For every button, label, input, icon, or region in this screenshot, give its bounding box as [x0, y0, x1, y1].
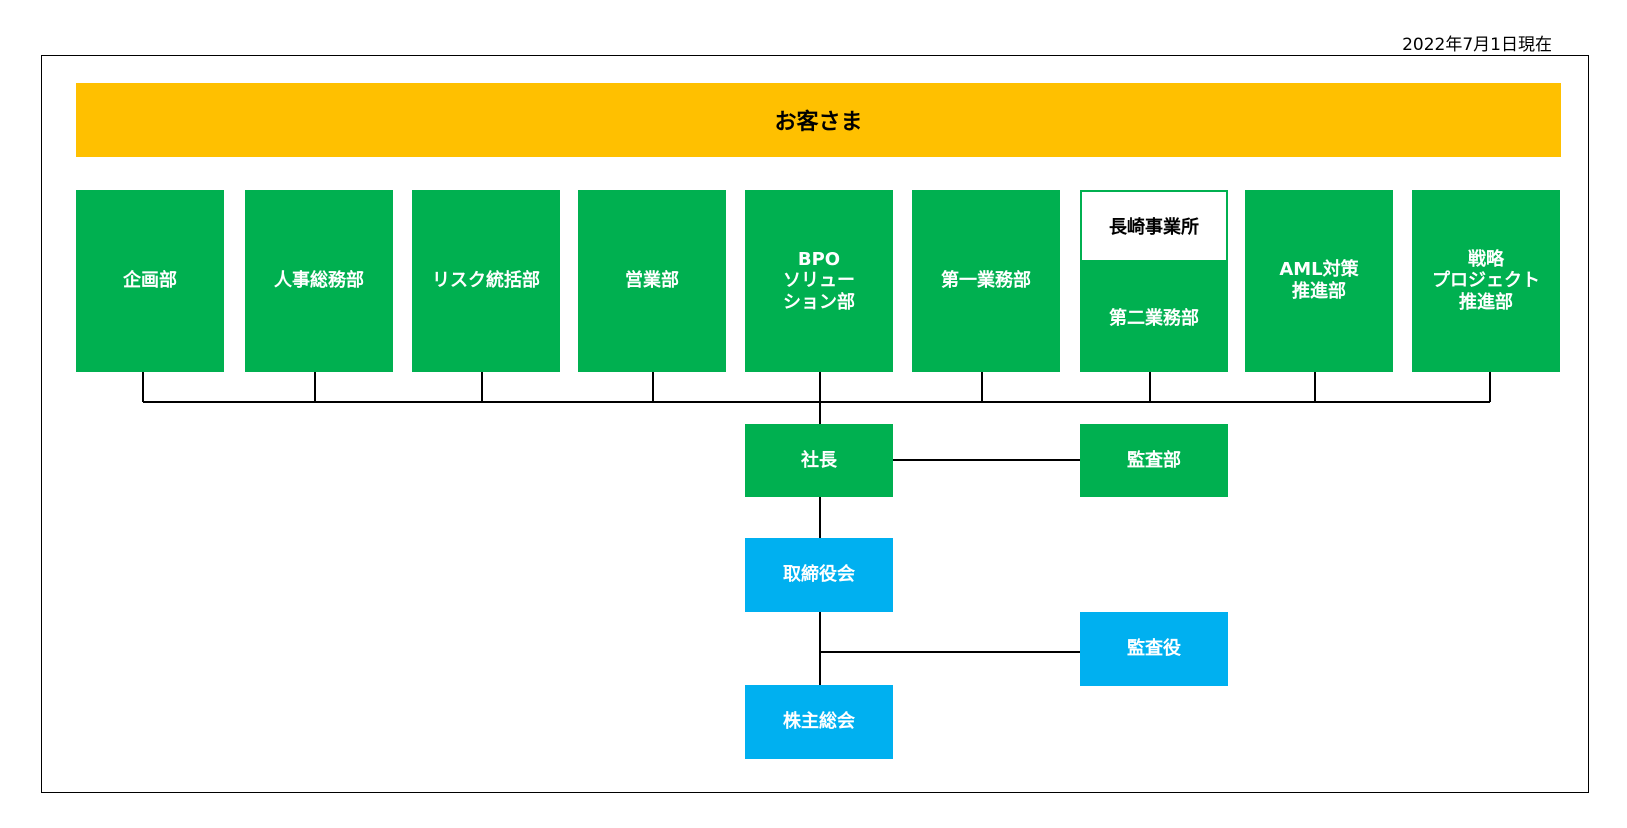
- second-operations-label: 第二業務部: [1109, 308, 1199, 329]
- nagasaki-office: 長崎事業所: [1080, 190, 1228, 262]
- dept-aml-promotion: AML対策 推進部: [1245, 190, 1393, 372]
- audit-department-box: 監査部: [1080, 424, 1228, 497]
- president-box: 社長: [745, 424, 893, 497]
- dept-first-operations: 第一業務部: [912, 190, 1060, 372]
- dept-planning: 企画部: [76, 190, 224, 372]
- board-of-directors-box: 取締役会: [745, 538, 893, 612]
- customers-banner: お客さま: [76, 83, 1561, 157]
- auditor-box: 監査役: [1080, 612, 1228, 686]
- dept-hr-general-affairs: 人事総務部: [245, 190, 393, 372]
- org-chart-frame: [41, 55, 1589, 793]
- dept-sales: 営業部: [578, 190, 726, 372]
- dept-risk-management: リスク統括部: [412, 190, 560, 372]
- dept-bpo-solutions: BPO ソリュー ション部: [745, 190, 893, 372]
- dept-strategic-project: 戦略 プロジェクト 推進部: [1412, 190, 1560, 372]
- shareholders-meeting-box: 株主総会: [745, 685, 893, 759]
- as-of-date: 2022年7月1日現在: [1402, 35, 1552, 55]
